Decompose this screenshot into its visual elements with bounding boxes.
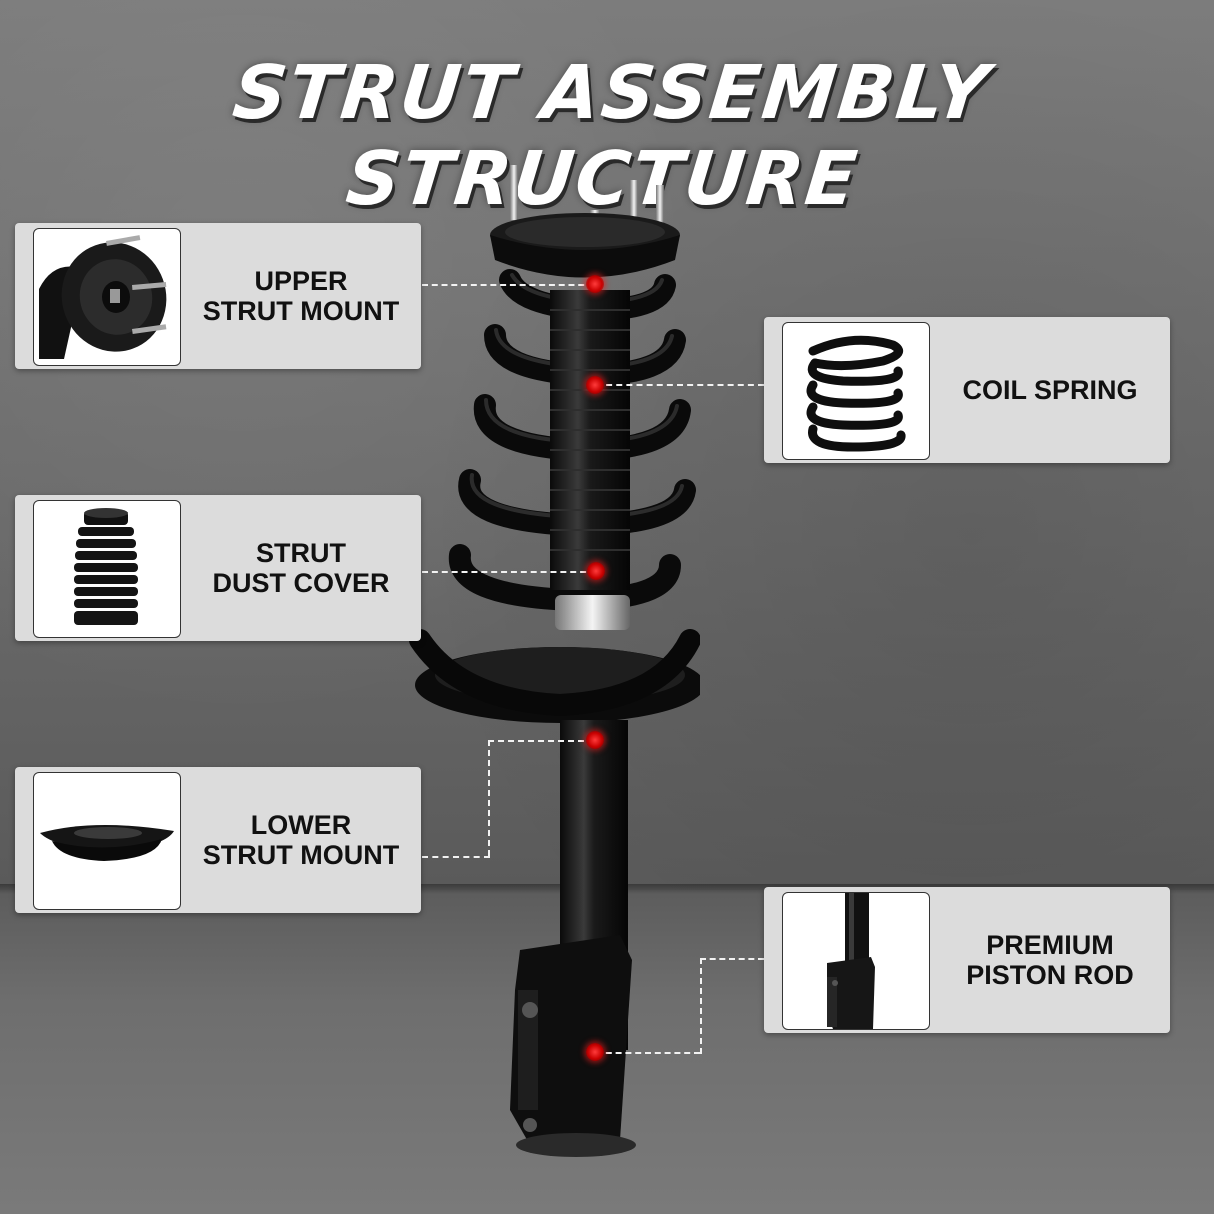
dust-cover-image [33, 500, 181, 638]
connector-lower-mount-h1 [488, 740, 594, 742]
part-label-upper-strut-mount: UPPER STRUT MOUNT [181, 223, 421, 369]
marker-dot-dust-cover [587, 562, 605, 580]
strut-assembly-image [409, 165, 700, 1157]
upper-strut-mount-image [33, 228, 181, 366]
connector-dust-cover [422, 571, 596, 573]
marker-dot-lower-mount [586, 731, 604, 749]
card-coil-spring: COIL SPRING [764, 317, 1170, 463]
label-line-2: PISTON ROD [966, 960, 1134, 990]
lower-strut-mount-image [33, 772, 181, 910]
marker-dot-piston-rod [586, 1043, 604, 1061]
label-line-2: STRUT MOUNT [202, 840, 400, 870]
connector-piston-rod-h2 [700, 958, 764, 960]
connector-piston-rod-v [700, 958, 702, 1054]
connector-piston-rod-h1 [596, 1052, 700, 1054]
marker-dot-coil-spring [586, 376, 604, 394]
card-premium-piston-rod: PREMIUM PISTON ROD [764, 887, 1170, 1033]
connector-coil-spring [596, 384, 764, 386]
part-label-coil-spring: COIL SPRING [930, 317, 1170, 463]
label-line-1: STRUT [256, 538, 346, 568]
label-line-1: COIL SPRING [962, 375, 1138, 405]
part-label-premium-piston-rod: PREMIUM PISTON ROD [930, 887, 1170, 1033]
card-lower-strut-mount: LOWER STRUT MOUNT [15, 767, 421, 913]
part-label-strut-dust-cover: STRUT DUST COVER [181, 495, 421, 641]
coil-spring-image [782, 322, 930, 460]
connector-upper-mount [422, 284, 594, 286]
part-label-lower-strut-mount: LOWER STRUT MOUNT [181, 767, 421, 913]
connector-lower-mount-h2 [422, 856, 490, 858]
label-line-2: DUST COVER [212, 568, 390, 598]
label-line-1: PREMIUM [986, 930, 1114, 960]
marker-dot-upper-mount [586, 275, 604, 293]
label-line-1: LOWER [250, 810, 352, 840]
connector-lower-mount-v [488, 740, 490, 856]
card-upper-strut-mount: UPPER STRUT MOUNT [15, 223, 421, 369]
label-line-1: UPPER [254, 266, 348, 296]
piston-rod-image [782, 892, 930, 1030]
label-line-2: STRUT MOUNT [202, 296, 400, 326]
card-strut-dust-cover: STRUT DUST COVER [15, 495, 421, 641]
